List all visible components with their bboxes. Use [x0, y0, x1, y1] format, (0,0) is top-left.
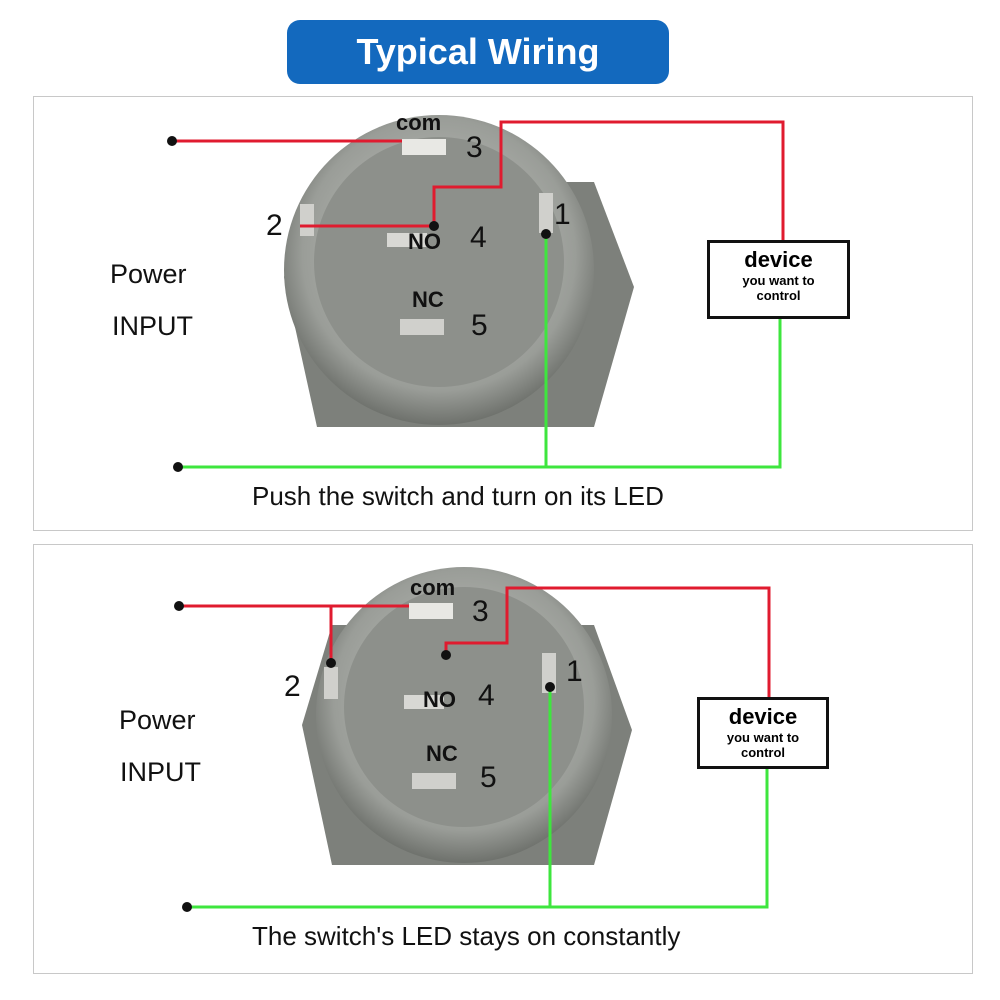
power-label: Power — [119, 705, 196, 735]
power-negative-dot — [173, 462, 183, 472]
input-label: INPUT — [112, 311, 193, 341]
pin-2-label: 2 — [266, 209, 283, 242]
device-title: device — [728, 704, 798, 729]
title-banner: Typical Wiring — [287, 20, 669, 84]
panel-caption: The switch's LED stays on constantly — [252, 921, 681, 951]
wiring-diagram-2 — [174, 567, 771, 912]
negative-wire-bus — [178, 319, 782, 469]
device-line-1: you want to — [742, 273, 815, 288]
power-positive-dot — [174, 601, 184, 611]
junction-dot-pin2 — [326, 658, 336, 668]
terminal-4 — [404, 695, 444, 709]
panel-caption: Push the switch and turn on its LED — [252, 481, 664, 511]
power-label: Power — [110, 259, 187, 289]
device-line-1: you want to — [726, 730, 800, 745]
junction-dot-pin1 — [545, 682, 555, 692]
pin-3-label: 3 — [472, 595, 489, 628]
terminal-5 — [412, 773, 456, 789]
terminal-4 — [387, 233, 427, 247]
page-title: Typical Wiring — [356, 31, 600, 72]
device-title: device — [744, 247, 813, 272]
terminal-3 — [402, 139, 446, 155]
wiring-diagram-1 — [167, 115, 785, 472]
terminal-1 — [539, 193, 553, 233]
device-box: device you want to control — [707, 240, 850, 319]
wiring-panel-led-constant: Power INPUT com 3 2 NO 4 1 NC 5 device y… — [33, 544, 973, 974]
terminal-5 — [400, 319, 444, 335]
power-positive-dot — [167, 136, 177, 146]
terminal-2 — [324, 667, 338, 699]
no-label: NO — [423, 687, 456, 712]
device-line-2: control — [756, 288, 801, 303]
device-line-2: control — [740, 745, 786, 760]
terminal-3 — [409, 603, 453, 619]
negative-wire-bus — [187, 768, 769, 909]
input-label: INPUT — [120, 757, 201, 787]
pin-4-label: 4 — [470, 221, 487, 254]
pin-1-label: 1 — [566, 655, 583, 688]
nc-label: NC — [426, 741, 458, 766]
device-box: device you want to control — [697, 697, 829, 769]
pin-5-label: 5 — [471, 309, 488, 342]
junction-dot-no — [441, 650, 451, 660]
junction-dot-no — [429, 221, 439, 231]
pin-2-label: 2 — [284, 670, 301, 703]
terminal-2 — [300, 204, 314, 236]
nc-label: NC — [412, 287, 444, 312]
switch-face — [344, 587, 584, 827]
wire-no-to-device — [432, 120, 785, 240]
junction-dot-pin1 — [541, 229, 551, 239]
pin-1-label: 1 — [554, 198, 571, 231]
com-label: com — [410, 575, 456, 600]
no-label: NO — [408, 229, 441, 254]
switch-face — [314, 137, 564, 387]
wire-no-to-device — [444, 586, 771, 697]
pin-4-label: 4 — [478, 679, 495, 712]
pin-3-label: 3 — [466, 131, 483, 164]
power-negative-dot — [182, 902, 192, 912]
wiring-panel-led-on-push: Power INPUT com 3 2 NO 4 1 NC 5 device y… — [33, 96, 973, 531]
com-label: com — [396, 110, 442, 135]
pin-5-label: 5 — [480, 761, 497, 794]
